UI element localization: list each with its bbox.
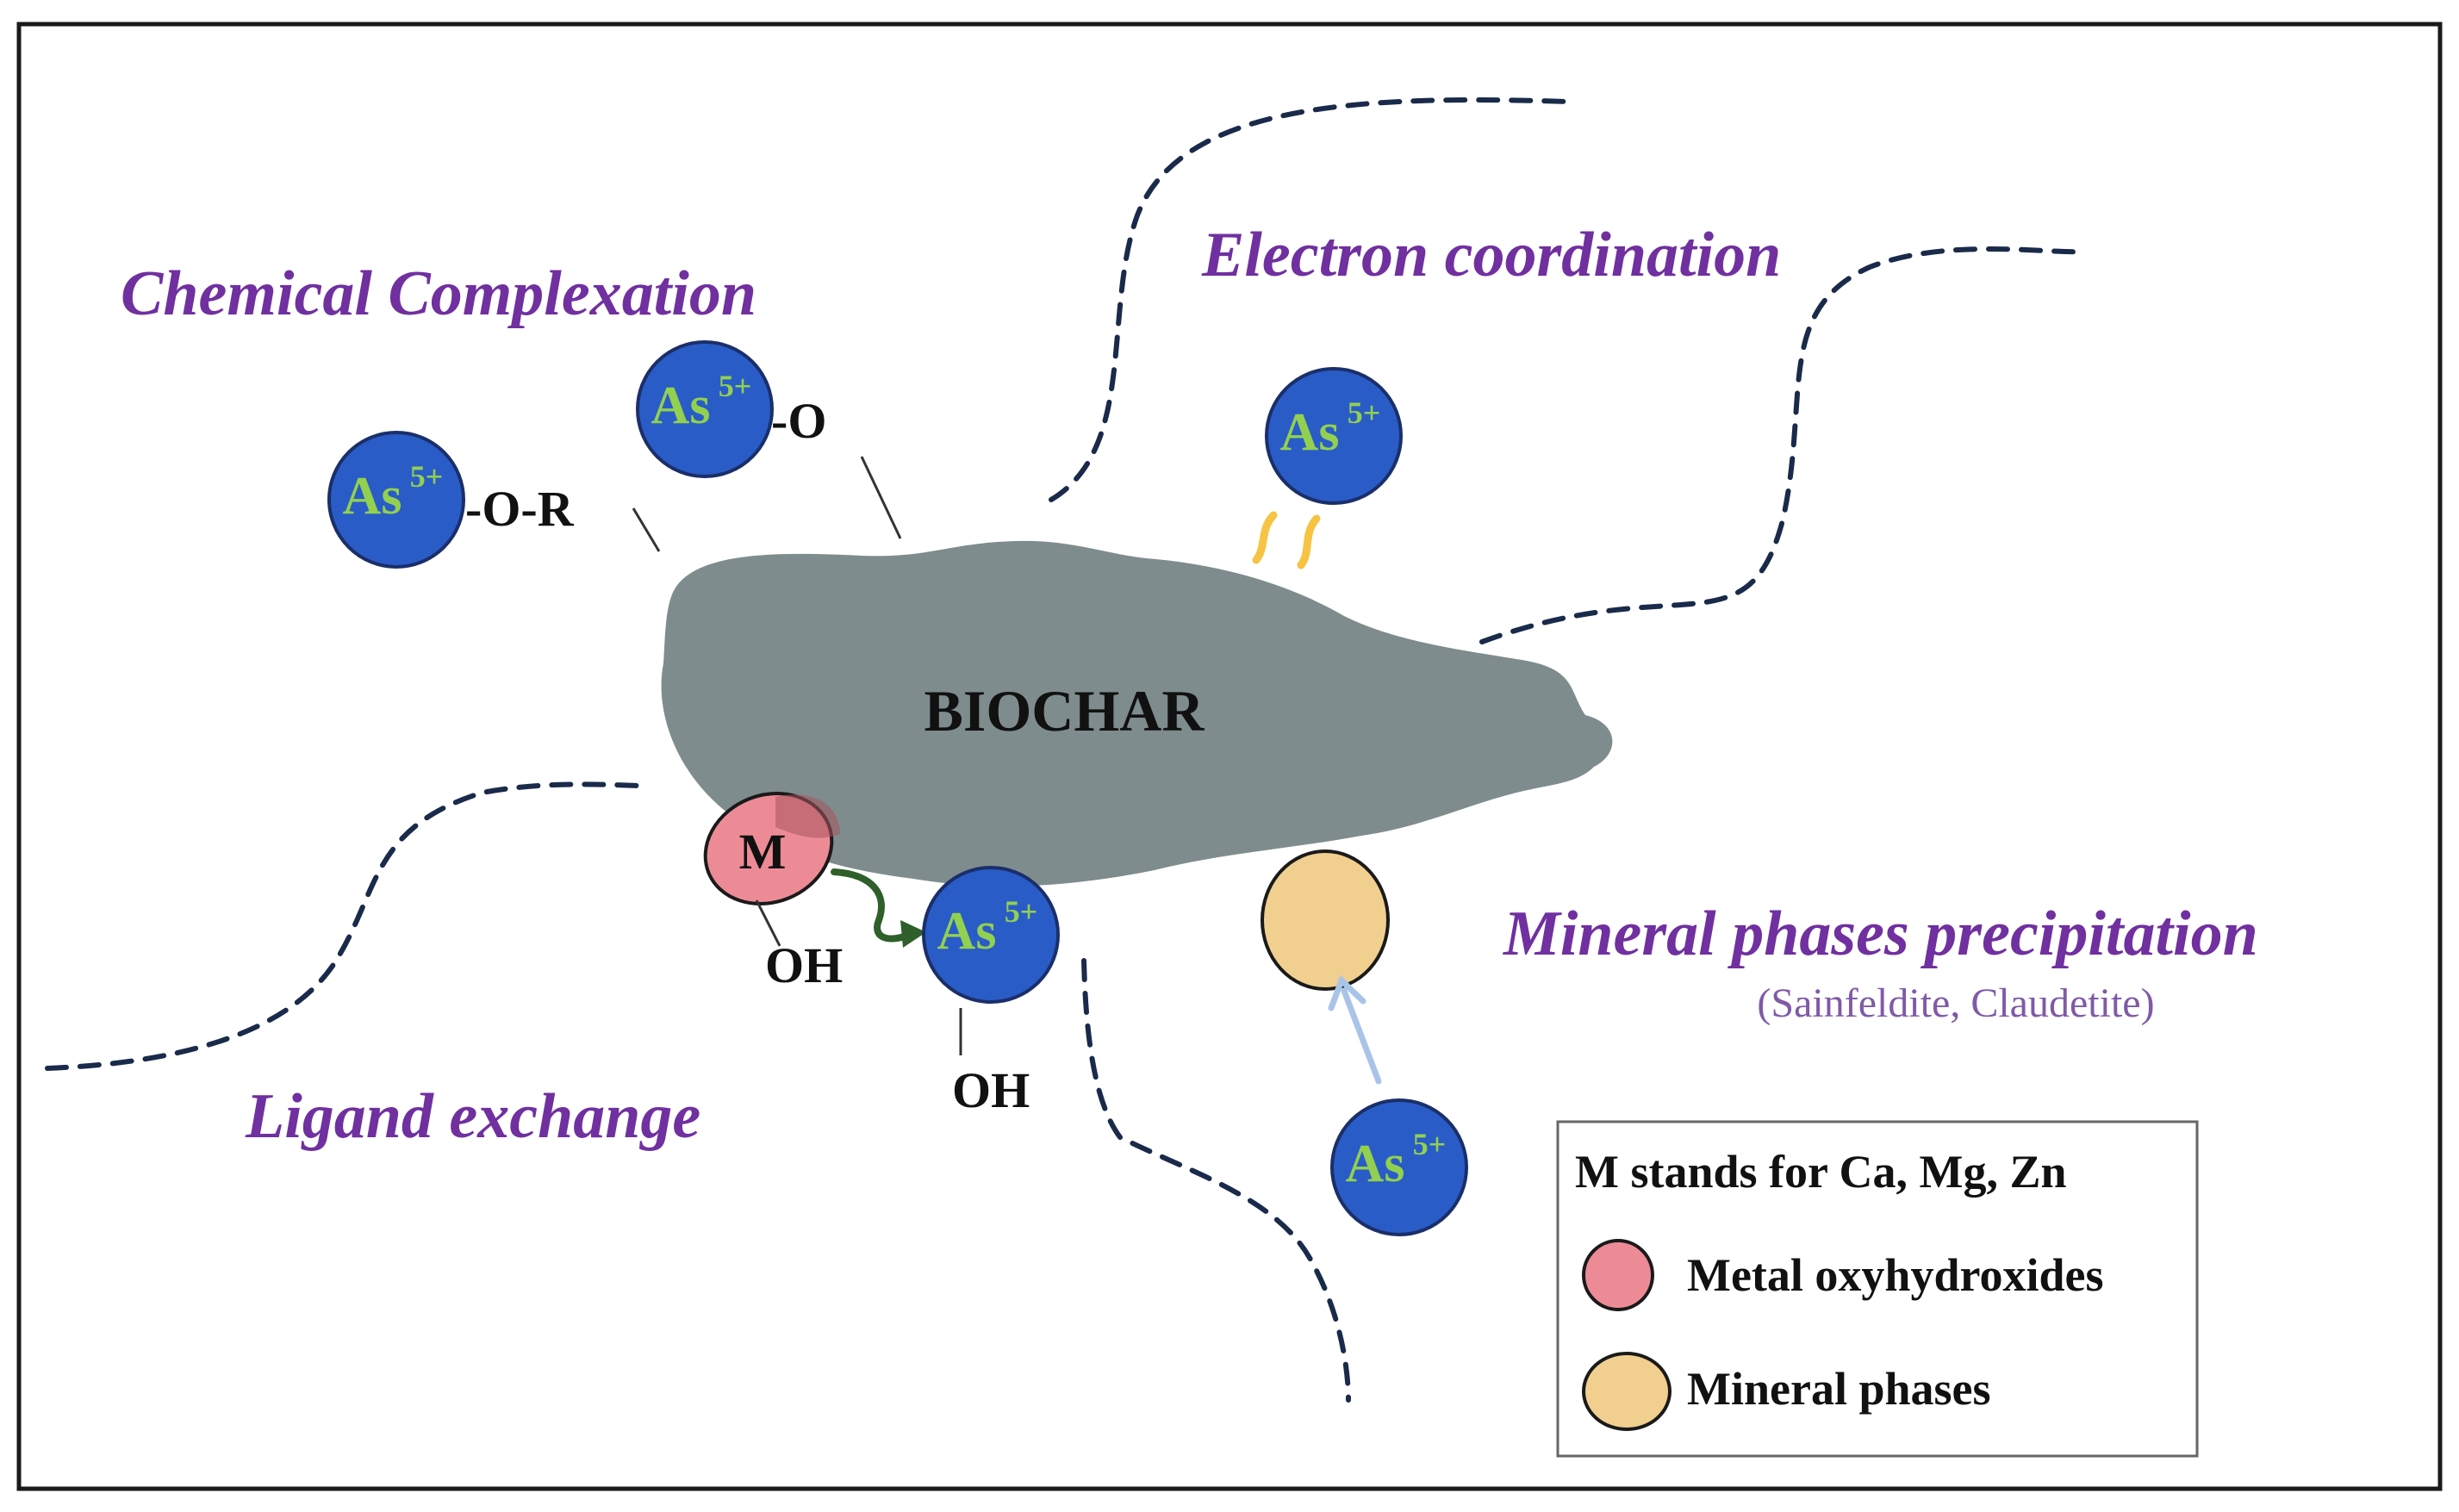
legend-swatch-mineral-phases <box>1582 1352 1671 1431</box>
svg-text:5+: 5+ <box>410 459 444 494</box>
electron-interaction-marks <box>1252 511 1321 569</box>
svg-text:5+: 5+ <box>1005 894 1038 929</box>
svg-text:As: As <box>343 467 402 526</box>
svg-text:As: As <box>1346 1135 1405 1193</box>
electron-coordination-title: Electron coordination <box>1201 220 1781 290</box>
legend-title: M stands for Ca, Mg, Zn <box>1575 1146 2067 1198</box>
mineral-examples-text: (Sainfeldite, Claudetite) <box>1757 980 2154 1026</box>
separator-bottom <box>1081 958 1351 1403</box>
bond-line-o <box>860 456 902 539</box>
ligand-exchange-title: Ligand exchange <box>245 1081 700 1152</box>
arsenic-ion-mineral: As 5+ <box>1330 1098 1468 1236</box>
group-o: -O <box>771 393 826 449</box>
svg-text:As: As <box>651 376 711 435</box>
legend-swatch-metal-oxyhydroxides <box>1582 1239 1654 1311</box>
svg-text:M: M <box>739 824 787 880</box>
biochar-particle <box>661 540 1613 887</box>
svg-text:5+: 5+ <box>1348 395 1381 430</box>
separator-top-middle <box>1049 96 1571 502</box>
arsenic-ion-o-r: As 5+ <box>327 431 465 569</box>
svg-text:As: As <box>1280 403 1340 462</box>
mineral-precipitation-title: Mineral phases precipitation <box>1503 899 2258 969</box>
svg-text:As: As <box>937 902 997 961</box>
exchange-arrowhead <box>900 920 926 948</box>
separator-top-right <box>1479 246 2088 644</box>
group-oh-ion: OH <box>952 1062 1030 1118</box>
bond-line-metal-oh <box>755 899 781 947</box>
legend-label-mineral-phases: Mineral phases <box>1687 1363 1991 1415</box>
arsenic-ion-o: As 5+ <box>636 340 774 478</box>
legend: M stands for Ca, Mg, Zn Metal oxyhydroxi… <box>1556 1120 2199 1458</box>
svg-text:5+: 5+ <box>1413 1127 1447 1161</box>
exchange-arrow <box>831 868 912 943</box>
biochar-label: BIOCHAR <box>924 678 1205 744</box>
bond-line-o-r <box>632 507 661 552</box>
chemical-complexation-title: Chemical Complexation <box>121 258 756 329</box>
group-oh-metal: OH <box>765 937 843 993</box>
svg-text:5+: 5+ <box>719 369 752 403</box>
metal-oxyhydroxide-particle: M <box>703 792 840 905</box>
precipitation-arrow <box>1341 987 1382 1085</box>
separator-left <box>45 781 644 1071</box>
arsenic-ion-electron: As 5+ <box>1265 367 1403 505</box>
mineral-phase-particle <box>1261 849 1390 991</box>
group-o-r: -O-R <box>465 481 575 537</box>
precipitation-arrowhead <box>1328 974 1366 1011</box>
dashed-separators <box>45 96 2088 1403</box>
legend-label-metal-oxyhydroxides: Metal oxyhydroxides <box>1687 1249 2104 1301</box>
arsenic-ion-ligand: As 5+ <box>922 866 1060 1004</box>
